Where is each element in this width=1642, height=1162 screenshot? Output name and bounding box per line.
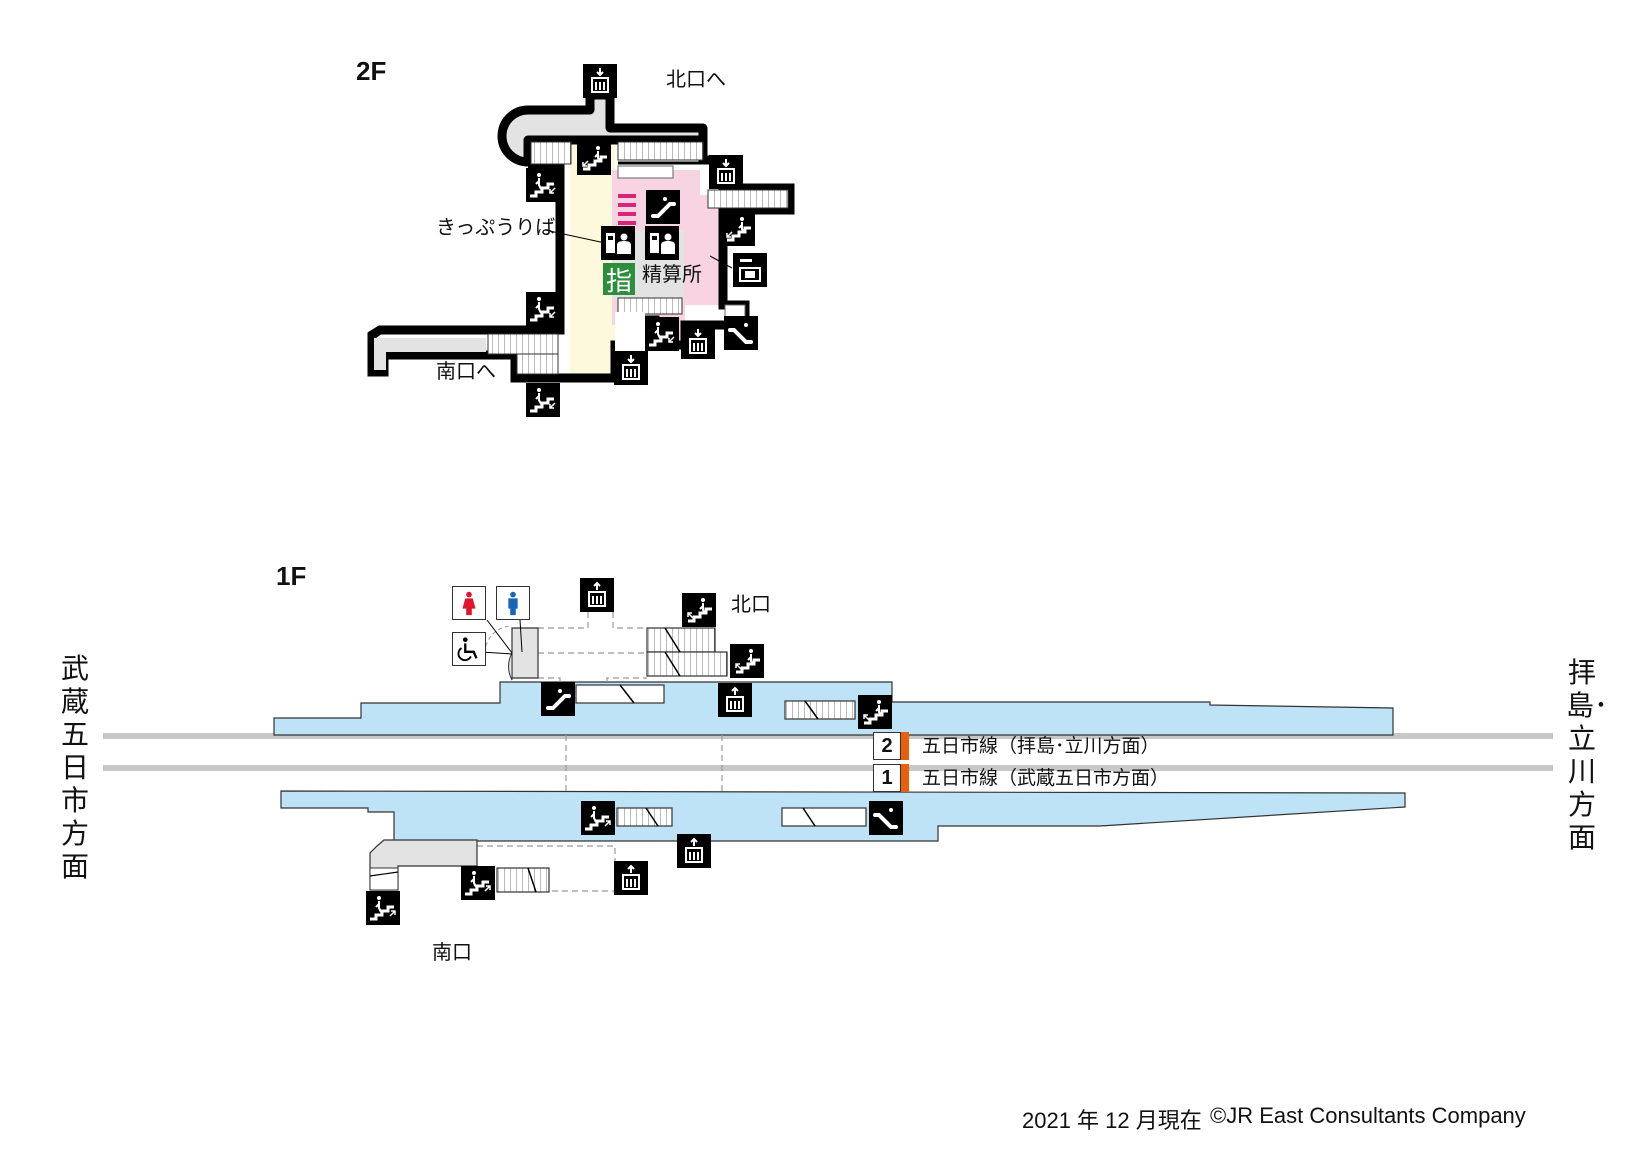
elevator-up-icon <box>614 861 648 895</box>
reserved-seat-machine-icon: 指 <box>603 263 635 297</box>
stairs-down-icon <box>577 141 611 175</box>
stairs-down-icon <box>526 168 560 202</box>
south-corridor <box>374 338 486 370</box>
stairs-up-icon <box>581 801 615 835</box>
floor-label-1f: 1F <box>276 561 307 591</box>
ticket-machine-icon <box>645 226 679 260</box>
track-2 <box>103 733 1553 739</box>
stairs-up-icon <box>858 695 892 729</box>
womens-restroom-icon <box>452 586 486 620</box>
elevator-up-icon <box>677 834 711 868</box>
copyright: ©JR East Consultants Company <box>1210 1103 1526 1128</box>
elevator-down-icon <box>583 64 617 98</box>
south-exit-direction-label: 南口へ <box>436 359 496 383</box>
escalator-up-icon <box>646 190 680 224</box>
escalator-down-icon <box>724 316 758 350</box>
ground-floor-plan <box>103 612 1553 893</box>
south-exit-label: 南口 <box>432 940 472 964</box>
elevator-up-icon <box>580 578 614 612</box>
stairs-down-icon <box>526 383 560 417</box>
platform-1-direction: （武蔵五日市方面） <box>998 767 1170 789</box>
platform-2-number: 2 <box>873 732 901 760</box>
escalator-up-icon <box>869 801 903 835</box>
as-of-date: 2021 年 12 月現在 <box>1022 1108 1202 1133</box>
ticket-machines-label: きっぷうりば <box>436 215 556 239</box>
platform-1-color-marker <box>901 764 909 792</box>
platform-1-line: 五日市線 <box>922 767 999 789</box>
stairs-down-icon <box>645 317 679 351</box>
stairs-up-icon <box>461 866 495 900</box>
coin-locker-icon <box>733 253 767 287</box>
platform-1-number: 1 <box>873 764 901 792</box>
elevator-up-icon <box>718 683 752 717</box>
escalator-up-icon <box>541 682 575 716</box>
platform-2-direction: （拝島･立川方面） <box>998 735 1160 757</box>
stairs-down-icon <box>526 292 560 326</box>
stairs-down-icon <box>721 212 755 246</box>
east-direction-label: 拝島･立川方面 <box>1566 656 1609 854</box>
ticket-machine-icon <box>601 226 635 260</box>
stairs-up-icon <box>730 644 764 678</box>
elevator-down-icon <box>614 351 648 385</box>
stairs-up-icon <box>366 891 400 925</box>
stairs-up-icon <box>682 593 716 627</box>
platform-2-line: 五日市線 <box>922 735 999 757</box>
platform-2-color-marker <box>901 732 909 760</box>
platform-2-line-label: 五日市線（拝島･立川方面） <box>922 737 1160 756</box>
floor-label-2f: 2F <box>356 56 387 86</box>
ticket-gates <box>618 194 636 225</box>
fare-adjustment-label: 精算所 <box>642 262 702 286</box>
north-exit-direction-label: 北口へ <box>666 67 726 91</box>
elevator-down-icon <box>709 155 743 189</box>
west-direction-label: 武蔵五日市方面 <box>60 652 89 883</box>
platform-1-line-label: 五日市線（武蔵五日市方面） <box>922 769 1169 788</box>
elevator-down-icon <box>681 325 715 359</box>
track-1 <box>103 765 1553 771</box>
mens-restroom-icon <box>496 586 530 620</box>
north-exit-label: 北口 <box>731 592 771 616</box>
accessible-restroom-icon <box>452 632 486 666</box>
